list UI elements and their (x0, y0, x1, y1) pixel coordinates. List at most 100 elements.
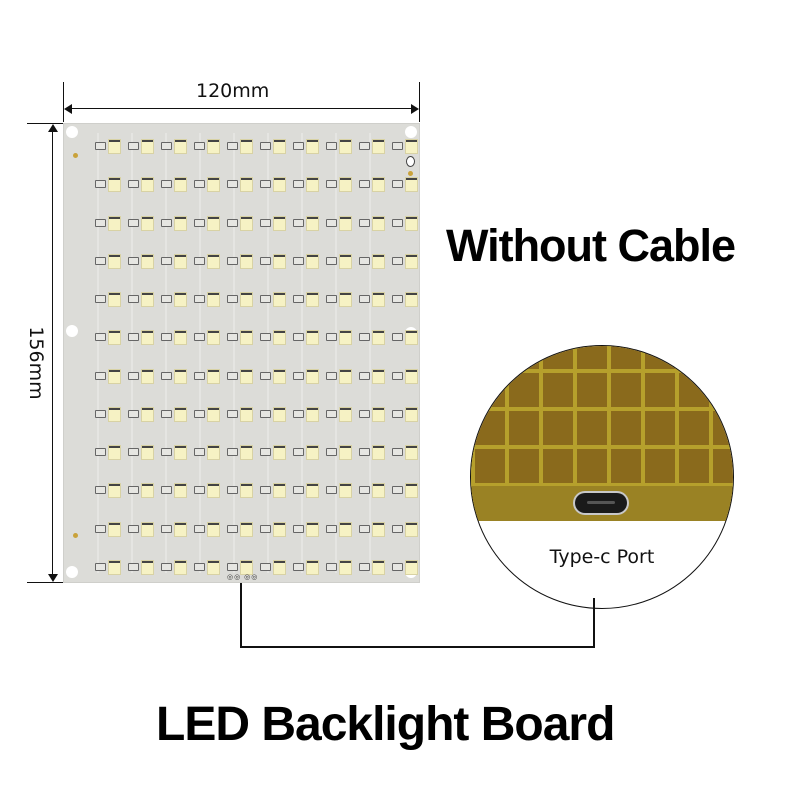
led-row (95, 292, 425, 306)
led-pair (392, 407, 425, 421)
smd-led-icon (373, 254, 384, 268)
smd-led-icon (307, 407, 318, 421)
led-pair (359, 522, 392, 536)
smd-led-icon (175, 292, 186, 306)
resistor-icon (326, 525, 337, 533)
led-pair (293, 254, 326, 268)
resistor-icon (227, 295, 238, 303)
resistor-icon (128, 525, 139, 533)
led-pair (128, 177, 161, 191)
led-pair (293, 560, 326, 574)
resistor-icon (95, 486, 106, 494)
caption-led-backlight-board: LED Backlight Board (156, 698, 615, 751)
smd-led-icon (109, 560, 120, 574)
smd-led-icon (109, 407, 120, 421)
resistor-icon (260, 525, 271, 533)
led-pair (161, 522, 194, 536)
resistor-icon (359, 333, 370, 341)
smd-led-icon (307, 177, 318, 191)
resistor-icon (326, 257, 337, 265)
small-hole-right (406, 156, 415, 167)
led-pair (326, 177, 359, 191)
led-pair (392, 445, 425, 459)
smd-led-icon (340, 292, 351, 306)
resistor-icon (326, 410, 337, 418)
led-row (95, 216, 425, 230)
resistor-icon (194, 410, 205, 418)
smd-led-icon (340, 254, 351, 268)
mount-hole-bottom-left (66, 566, 78, 578)
smd-led-icon (373, 216, 384, 230)
led-pair (326, 445, 359, 459)
led-pair (326, 254, 359, 268)
led-pair (359, 254, 392, 268)
smd-led-icon (406, 445, 417, 459)
smd-led-icon (274, 292, 285, 306)
smd-led-icon (142, 139, 153, 153)
resistor-icon (227, 219, 238, 227)
led-pair (194, 254, 227, 268)
smd-led-icon (175, 177, 186, 191)
resistor-icon (326, 142, 337, 150)
led-pair (359, 216, 392, 230)
smd-led-icon (406, 139, 417, 153)
led-pair (194, 292, 227, 306)
led-pair (359, 369, 392, 383)
smd-led-icon (340, 369, 351, 383)
resistor-icon (194, 142, 205, 150)
resistor-icon (161, 257, 172, 265)
led-pair (227, 369, 260, 383)
led-pair (359, 560, 392, 574)
led-pair (392, 369, 425, 383)
smd-led-icon (208, 177, 219, 191)
smd-led-icon (274, 254, 285, 268)
smd-led-icon (307, 330, 318, 344)
resistor-icon (95, 448, 106, 456)
smd-led-icon (241, 254, 252, 268)
smd-led-icon (274, 139, 285, 153)
smd-led-icon (406, 560, 417, 574)
smd-led-icon (241, 522, 252, 536)
led-row (95, 445, 425, 459)
smd-led-icon (109, 292, 120, 306)
smd-led-icon (406, 522, 417, 536)
height-dimension-top-tick (27, 123, 63, 124)
led-pair (392, 292, 425, 306)
smd-led-icon (373, 560, 384, 574)
resistor-icon (161, 219, 172, 227)
smd-led-icon (274, 177, 285, 191)
resistor-icon (227, 333, 238, 341)
led-pair (95, 369, 128, 383)
smd-led-icon (406, 177, 417, 191)
resistor-icon (260, 448, 271, 456)
smd-led-icon (208, 407, 219, 421)
led-pair (95, 407, 128, 421)
led-pair (95, 216, 128, 230)
resistor-icon (260, 295, 271, 303)
resistor-icon (128, 410, 139, 418)
resistor-icon (359, 295, 370, 303)
led-pair (260, 407, 293, 421)
smd-led-icon (175, 522, 186, 536)
smd-led-icon (175, 216, 186, 230)
resistor-icon (227, 486, 238, 494)
resistor-icon (227, 410, 238, 418)
resistor-icon (95, 563, 106, 571)
led-row (95, 177, 425, 191)
led-pair (128, 369, 161, 383)
smd-led-icon (373, 177, 384, 191)
smd-led-icon (406, 483, 417, 497)
usb-c-port-icon (575, 493, 627, 513)
led-pair (128, 522, 161, 536)
smd-led-icon (340, 483, 351, 497)
arrow-right-icon (411, 104, 419, 114)
smd-led-icon (307, 292, 318, 306)
width-dimension-line (66, 108, 416, 109)
smd-led-icon (373, 292, 384, 306)
resistor-icon (128, 563, 139, 571)
led-pair (194, 139, 227, 153)
resistor-icon (359, 410, 370, 418)
led-pair (161, 216, 194, 230)
resistor-icon (293, 410, 304, 418)
led-pair (227, 407, 260, 421)
